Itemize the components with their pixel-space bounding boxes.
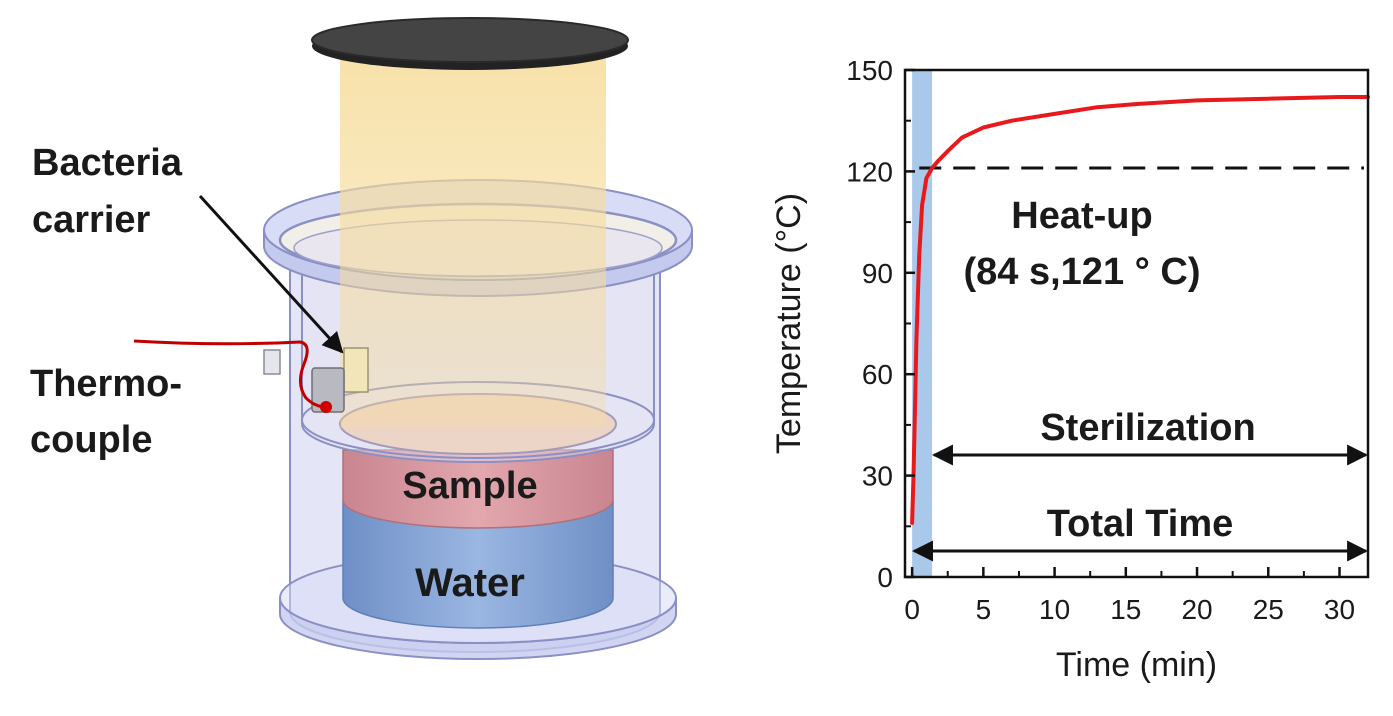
y-tick-label: 120 xyxy=(846,156,893,187)
y-tick-label: 30 xyxy=(862,461,893,492)
label-water: Water xyxy=(415,561,525,605)
sample-layer xyxy=(342,449,614,529)
annotation-heatup-line1: Heat-up xyxy=(1011,195,1152,237)
temperature-chart: 0 5 10 15 20 25 30 0 30 60 90 120 150 Time (min) Te… xyxy=(770,55,1370,684)
x-tick-label: 25 xyxy=(1253,594,1284,625)
bacteria-carrier xyxy=(343,347,369,393)
x-axis-label: Time (min) xyxy=(1056,646,1217,684)
annotation-heatup-line2: (84 s,121 ° C) xyxy=(964,251,1201,293)
lamp-disk xyxy=(311,17,629,63)
light-beam xyxy=(340,50,606,428)
x-tick-label: 5 xyxy=(976,594,992,625)
annotation-sterilization: Sterilization xyxy=(1040,407,1255,449)
label-bacteria-line2: carrier xyxy=(32,199,151,241)
label-thermo-line1: Thermo- xyxy=(30,363,182,405)
y-tick-label: 60 xyxy=(862,359,893,390)
y-tick-label: 0 xyxy=(877,562,893,593)
bacteria-carrier-arrow xyxy=(198,194,344,354)
annotation-total-time: Total Time xyxy=(1047,503,1234,545)
side-port xyxy=(263,349,281,375)
temperature-curve xyxy=(910,95,1370,525)
y-ticks: 0 30 60 90 120 150 xyxy=(846,55,915,593)
label-thermo-line2: couple xyxy=(30,419,152,461)
sterilizer-diagram: Bacteria carrier Thermo- couple Sample W… xyxy=(30,17,693,660)
label-bacteria-line1: Bacteria xyxy=(32,142,183,184)
thermocouple-wire xyxy=(133,339,325,409)
x-ticks: 0 5 10 15 20 25 30 xyxy=(904,567,1355,625)
plot-frame xyxy=(903,68,1370,579)
x-tick-label: 30 xyxy=(1324,594,1355,625)
x-tick-label: 20 xyxy=(1181,594,1212,625)
water-column xyxy=(342,499,614,629)
heatup-band xyxy=(912,70,933,577)
y-tick-label: 90 xyxy=(862,258,893,289)
x-tick-label: 10 xyxy=(1039,594,1070,625)
y-axis-label: Temperature (°C) xyxy=(770,193,808,454)
thermocouple-tip xyxy=(320,401,332,413)
label-sample: Sample xyxy=(402,465,537,507)
y-tick-label: 150 xyxy=(846,55,893,86)
x-tick-label: 15 xyxy=(1110,594,1141,625)
x-tick-label: 0 xyxy=(904,594,920,625)
